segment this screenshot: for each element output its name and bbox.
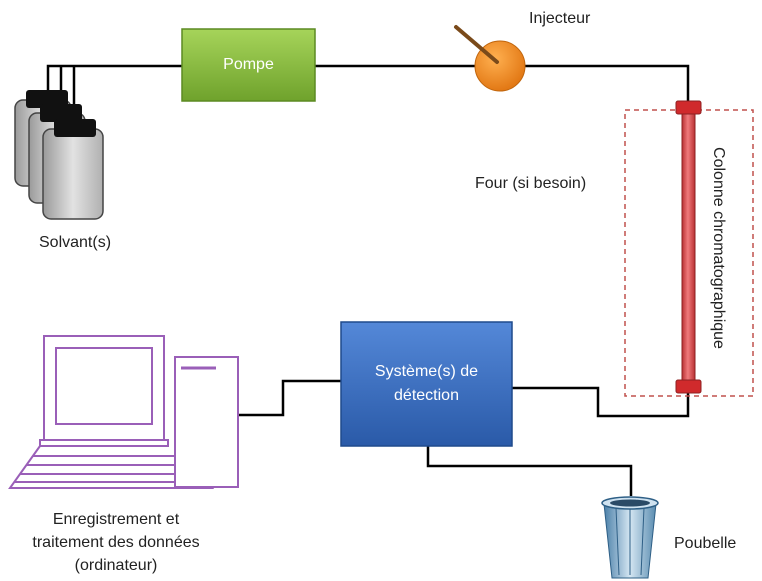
bin-label: Poubelle <box>674 535 737 552</box>
tube-detector-to-computer <box>238 379 341 417</box>
oven-label: Four (si besoin) <box>475 175 587 192</box>
solvent-bottles-icon <box>14 90 104 220</box>
detector-label: Système(s) de détection <box>341 360 512 408</box>
detector-label-line-1: Système(s) de <box>374 363 479 380</box>
computer-label-line-2: traitement des données <box>32 534 200 551</box>
solvents-label: Solvant(s) <box>39 234 112 251</box>
tube-solvents-to-pump <box>46 64 182 104</box>
computer-icon <box>8 335 239 489</box>
column-icon <box>675 100 702 394</box>
computer-label-line-3: (ordinateur) <box>74 557 158 574</box>
trash-bin-icon <box>601 496 659 579</box>
computer-label: Enregistrement et traitement des données… <box>0 508 232 577</box>
pump-box <box>181 28 316 102</box>
tube-column-to-detector <box>512 386 690 418</box>
computer-label-line-1: Enregistrement et <box>52 511 180 528</box>
injector-label: Injecteur <box>529 10 591 27</box>
detector-label-line-2: détection <box>394 387 459 404</box>
pump-label: Pompe <box>223 56 274 73</box>
tube-injector-to-column <box>525 64 690 106</box>
tube-detector-to-bin <box>426 446 633 496</box>
column-label: Colonne chromatographique <box>710 147 727 349</box>
detector-box <box>340 321 513 447</box>
injector-icon <box>454 25 526 92</box>
